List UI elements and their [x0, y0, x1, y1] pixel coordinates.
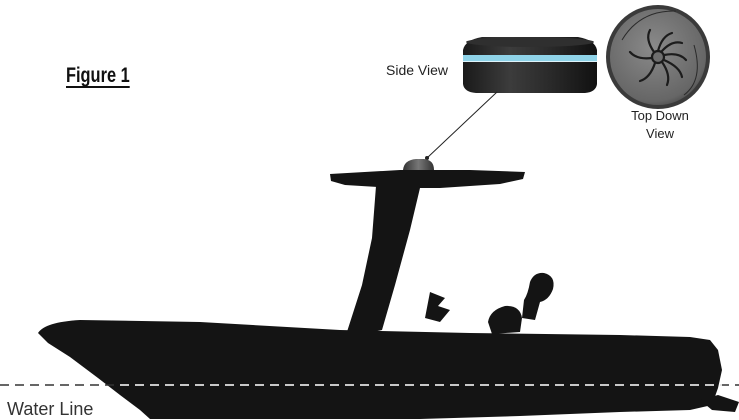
top-down-view-label: Top Down View	[610, 107, 710, 143]
top-down-device	[606, 5, 710, 109]
boat-silhouette	[38, 159, 739, 419]
t-top-roof	[330, 170, 525, 188]
accent-band	[463, 55, 597, 61]
figure-title: Figure 1	[66, 64, 130, 87]
water-line-label: Water Line	[7, 399, 94, 419]
top-down-view-label-line2: View	[646, 126, 674, 141]
propeller-logo-icon	[628, 28, 688, 87]
helm-wheel	[522, 272, 554, 320]
top-down-view-label-line1: Top Down	[631, 108, 689, 123]
t-top-pillar	[345, 186, 420, 338]
roof-mounted-device	[403, 159, 434, 170]
side-view-device	[463, 37, 597, 93]
leader-line	[426, 91, 498, 159]
helm-seat	[488, 305, 522, 334]
side-view-label: Side View	[386, 62, 449, 78]
hull	[38, 320, 722, 419]
